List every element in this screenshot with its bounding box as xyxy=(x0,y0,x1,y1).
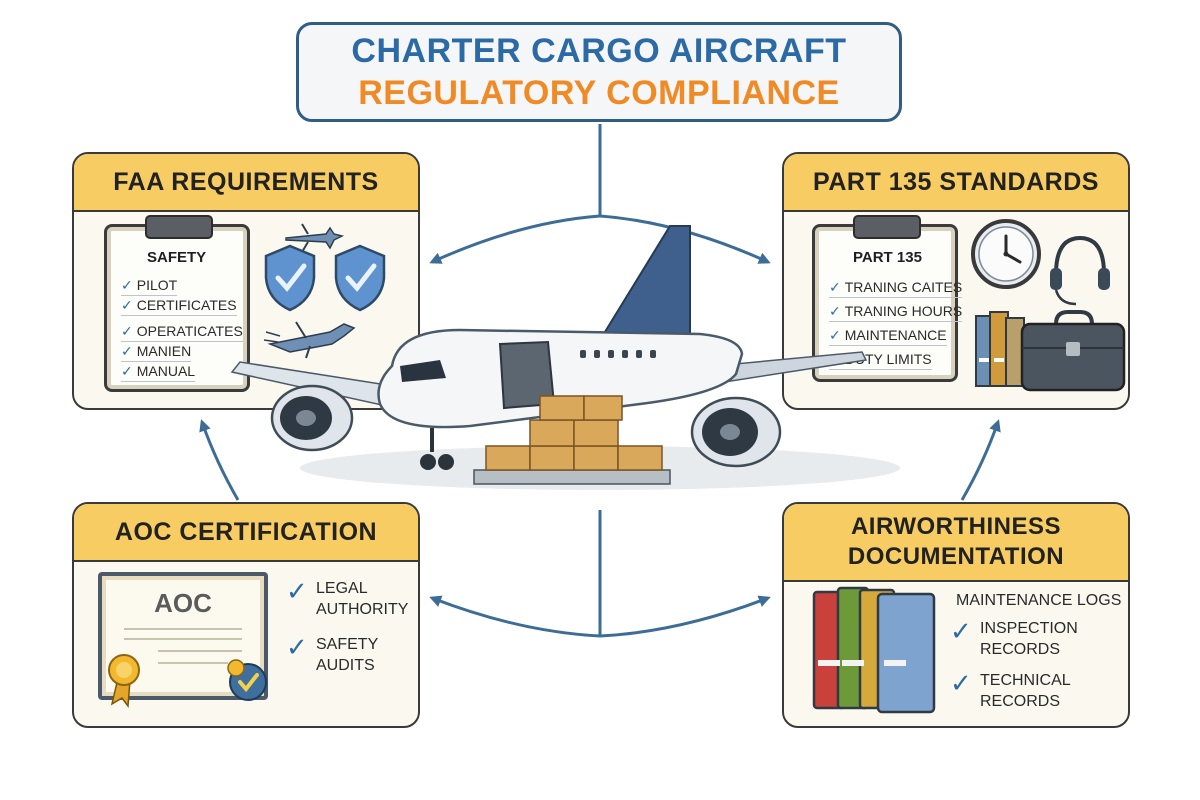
faa-item: ✓MANIEN xyxy=(121,343,192,362)
aoc-heading: AOC CERTIFICATION xyxy=(74,504,418,562)
faa-item: ✓PILOT xyxy=(121,277,178,296)
headset-icon xyxy=(1050,235,1110,306)
clock-icon xyxy=(971,219,1041,289)
arrow-to-faa xyxy=(429,214,601,264)
check-icon: ✓ xyxy=(286,632,308,662)
check-icon: ✓ xyxy=(286,576,308,606)
clip-icon xyxy=(145,215,213,239)
shield-check-icon xyxy=(264,244,316,312)
clip-icon xyxy=(853,215,921,239)
part135-heading: PART 135 STANDARDS xyxy=(784,154,1128,212)
certificate-title: AOC xyxy=(154,588,212,618)
faa-clipboard-title: SAFETY xyxy=(147,249,207,266)
binders-icon xyxy=(975,311,1025,387)
title-line-2: REGULATORY COMPLIANCE xyxy=(358,74,840,112)
check-icon: ✓ xyxy=(950,616,972,646)
part135-item: ✓TRANING HOURS xyxy=(829,303,963,322)
title-box: CHARTER CARGO AIRCRAFT REGULATORY COMPLI… xyxy=(296,22,902,122)
arrow-to-aoc xyxy=(429,595,601,638)
briefcase-icon xyxy=(1020,310,1126,392)
part135-icons xyxy=(971,219,1126,392)
check-icon: ✓ xyxy=(950,668,972,698)
arrow-to-airworthiness xyxy=(599,595,771,638)
part135-item: ✓TRANING CAITES xyxy=(829,279,963,298)
seal-icon xyxy=(227,659,267,701)
binders-icon xyxy=(812,586,936,714)
seal-icon xyxy=(108,654,140,709)
maintenance-logs-title: MAINTENANCE LOGS xyxy=(956,592,1122,609)
clipboard-icon: SAFETY ✓PILOT ✓CERTIFICATES ✓OPERATICATE… xyxy=(104,215,250,392)
title-line-1: CHARTER CARGO AIRCRAFT xyxy=(351,32,847,70)
arrow-to-part135 xyxy=(599,214,771,264)
small-airplane-icon xyxy=(285,223,345,253)
faa-icons xyxy=(263,223,386,359)
faa-item: ✓CERTIFICATES xyxy=(121,297,237,316)
part135-standards-card: PART 135 STANDARDS PART 135 ✓TRANING CAI… xyxy=(782,152,1130,410)
arrow-aoc-to-faa xyxy=(199,419,240,501)
faa-heading: FAA REQUIREMENTS xyxy=(74,154,418,212)
part135-item: ✓MAINTENANCE xyxy=(829,327,947,346)
arrow-air-to-part135 xyxy=(960,419,1001,501)
faa-item: ✓MANUAL xyxy=(121,363,196,382)
airplane-icon xyxy=(263,321,356,359)
part135-clipboard-title: PART 135 xyxy=(853,249,922,266)
faa-item: ✓OPERATICATES xyxy=(121,323,243,342)
seal-icons xyxy=(108,654,267,709)
faa-requirements-card: FAA REQUIREMENTS SAFETY ✓PILOT ✓CERTIFIC… xyxy=(72,152,420,410)
shield-check-icon xyxy=(334,244,386,312)
